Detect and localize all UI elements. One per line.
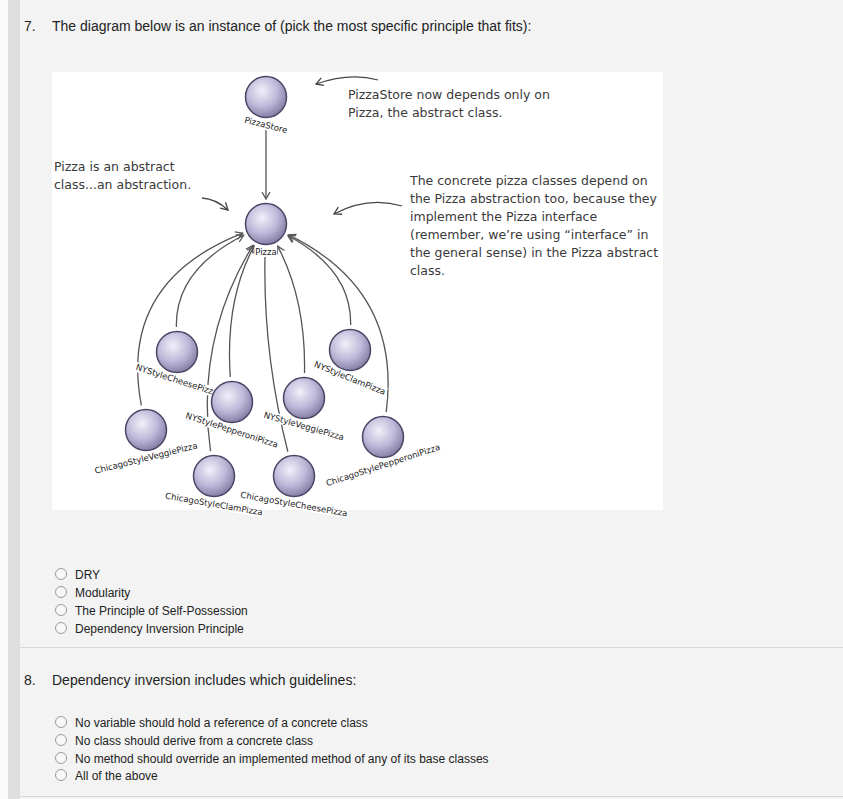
question-text: The diagram below is an instance of (pic…	[52, 18, 531, 34]
circle-shape	[124, 408, 168, 452]
class-circle: NYStyleVeggiePizza	[282, 376, 326, 420]
question-text: 8.	[24, 672, 36, 688]
class-circle: NYStyleClamPizza	[328, 328, 372, 372]
annotation-note: PizzaStore now depends only on Pizza, th…	[348, 86, 553, 122]
circle-shape	[155, 330, 199, 374]
question-text: DRY	[75, 567, 100, 583]
separator	[20, 796, 843, 797]
question-text: No method should override an implemented…	[75, 751, 489, 767]
circle-shape	[210, 380, 254, 424]
question-text: The Principle of Self-Possession	[75, 603, 248, 619]
class-circle: ChicagoStylePepperoniPizza	[361, 415, 405, 459]
class-circle: ChicagoStyleClamPizza	[192, 454, 236, 498]
circle-shape	[244, 75, 288, 119]
left-bar	[8, 0, 20, 799]
leader-arrow	[334, 202, 402, 214]
circle-shape	[272, 454, 316, 498]
dependency-arrow	[265, 122, 266, 199]
question-text: No class should derive from a concrete c…	[75, 733, 313, 749]
circle-shape	[282, 376, 326, 420]
question-text: All of the above	[75, 768, 158, 784]
left-margin	[0, 0, 8, 799]
circle-shape	[192, 454, 236, 498]
class-circle: PizzaStore	[244, 75, 288, 119]
question-text: Dependency Inversion Principle	[75, 621, 244, 637]
question-text: No variable should hold a reference of a…	[75, 715, 368, 731]
circle-shape	[244, 202, 288, 246]
image-panel	[52, 72, 663, 510]
class-circle: ChicagoStyleCheesePizza	[272, 454, 316, 498]
separator	[20, 647, 843, 648]
annotation-note: The concrete pizza classes depend on the…	[410, 172, 660, 280]
leader-arrow	[202, 198, 228, 210]
class-circle: NYStylePepperoniPizza	[210, 380, 254, 424]
leader-arrow	[316, 77, 378, 84]
question-text: Modularity	[75, 585, 130, 601]
question-text: Dependency inversion includes which guid…	[52, 672, 356, 688]
class-name: Pizza	[254, 247, 277, 257]
class-circle: NYStyleCheesePizza	[155, 330, 199, 374]
class-circle: Pizza	[244, 202, 288, 246]
dependency-arrow	[278, 246, 305, 373]
class-circle: ChicagoStyleVeggiePizza	[124, 408, 168, 452]
annotation-note: Pizza is an abstract class...an abstract…	[54, 158, 204, 194]
circle-shape	[361, 415, 405, 459]
question-text: 7.	[24, 18, 36, 34]
dependency-arrow	[288, 236, 351, 325]
